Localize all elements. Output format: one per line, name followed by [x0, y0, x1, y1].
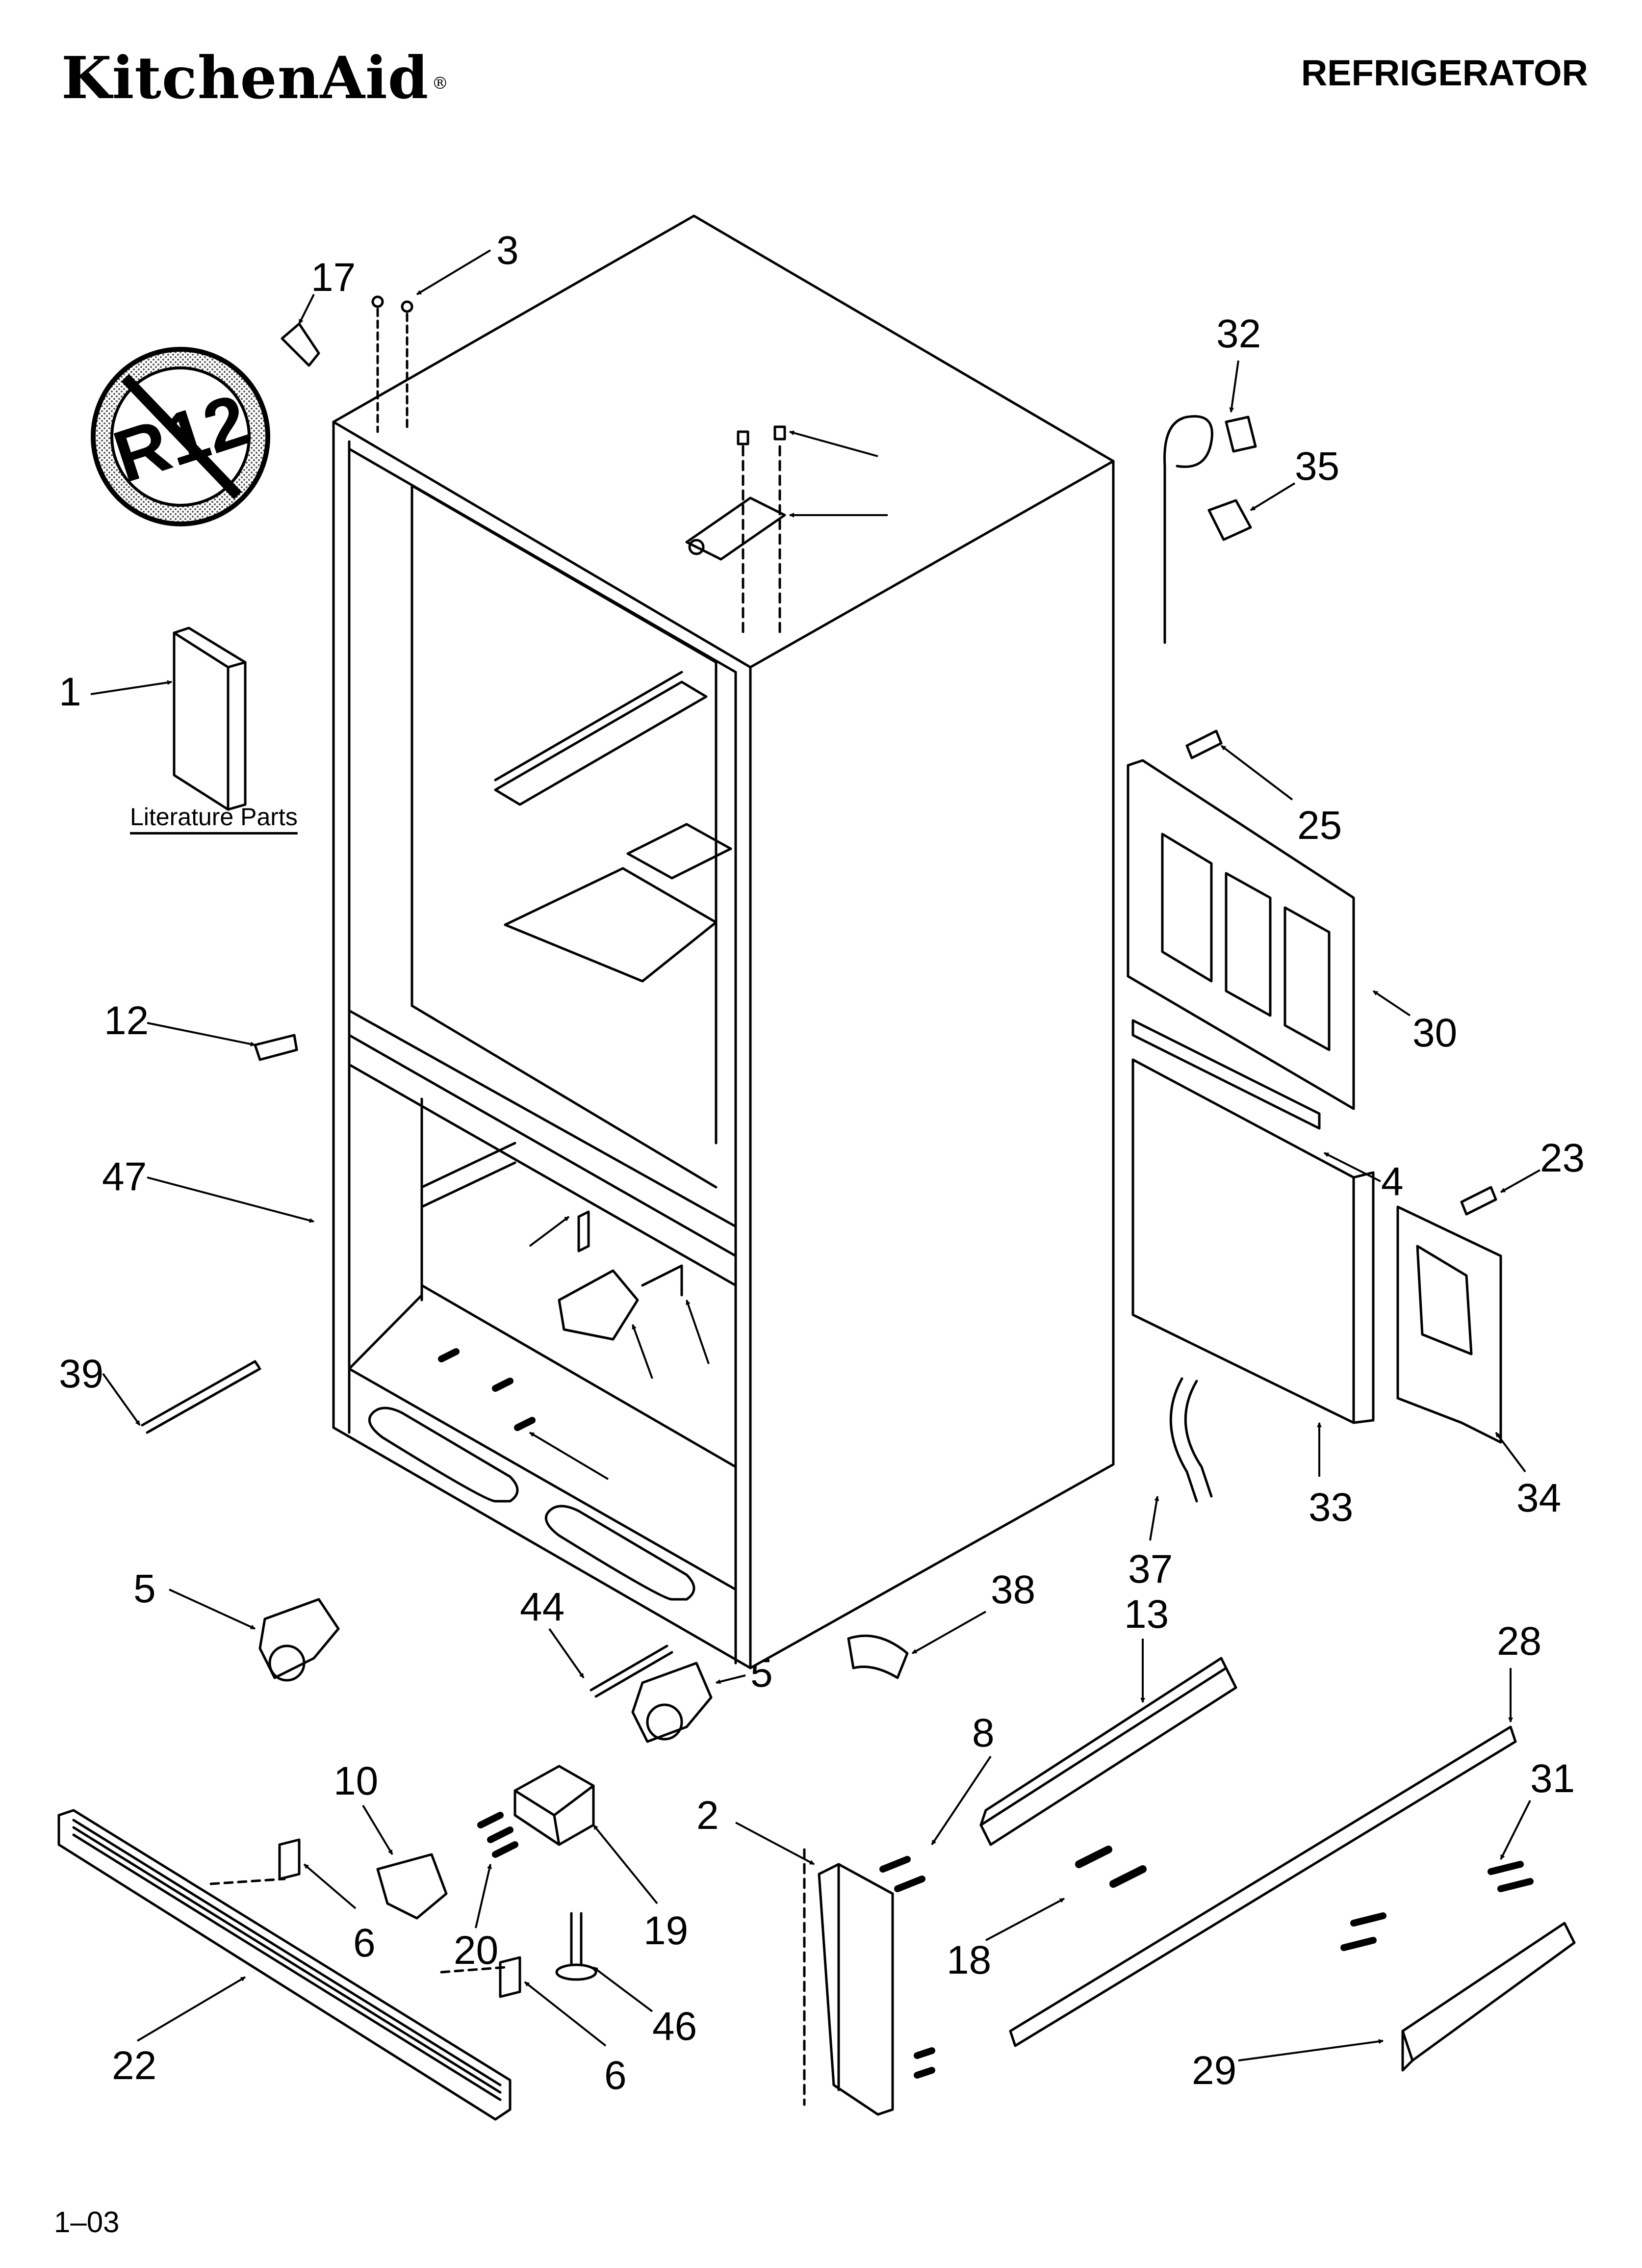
callout-39: 39: [59, 1352, 104, 1396]
callout-8: 8: [972, 1711, 995, 1755]
callout-1: 1: [59, 670, 81, 714]
top-hinge: [685, 425, 786, 639]
toe-grille: [57, 1809, 512, 2121]
callout-18: 18: [947, 1938, 992, 1982]
callout-10: 10: [334, 1759, 379, 1803]
callout-28: 28: [1497, 1619, 1542, 1664]
no-r12-badge: R12: [91, 347, 270, 526]
callout-35: 35: [1295, 444, 1340, 489]
callout-13: 13: [1124, 1592, 1169, 1637]
literature-parts-label: Literature Parts: [130, 803, 298, 831]
callout-6a: 6: [353, 1921, 376, 1965]
callout-4: 4: [1381, 1159, 1404, 1204]
callout-37: 37: [1128, 1547, 1173, 1591]
callout-5a: 5: [133, 1566, 156, 1611]
back-access-panel: [1127, 759, 1355, 1110]
callout-20: 20: [454, 1928, 499, 1973]
callout-31: 31: [1530, 1756, 1575, 1801]
callout-32: 32: [1216, 312, 1261, 356]
badge-slash: [121, 374, 242, 499]
leader-arrows: [90, 249, 1540, 2061]
callout-46: 46: [652, 2004, 697, 2049]
callout-6b: 6: [604, 2053, 627, 2098]
document-title: REFRIGERATOR: [1301, 52, 1588, 93]
callout-47: 47: [102, 1154, 147, 1199]
callout-3: 3: [496, 228, 519, 273]
callout-33: 33: [1308, 1485, 1354, 1530]
callout-30: 30: [1412, 1011, 1458, 1055]
callout-25: 25: [1297, 803, 1342, 848]
callout-2: 2: [696, 1793, 719, 1838]
callout-38: 38: [991, 1567, 1036, 1612]
callout-29: 29: [1192, 2048, 1237, 2093]
callout-12: 12: [104, 998, 149, 1043]
callout-34: 34: [1516, 1476, 1562, 1520]
brand-name: KitchenAid: [61, 44, 429, 112]
callout-19: 19: [643, 1908, 689, 1953]
refrigerator-cabinet: [332, 214, 1115, 1669]
callout-23: 23: [1540, 1136, 1585, 1180]
footer-code: 1–03: [54, 2206, 120, 2239]
brand-logo: KitchenAid®: [61, 49, 449, 107]
literature-book: [173, 626, 247, 811]
callout-44: 44: [520, 1585, 565, 1629]
callout-22: 22: [112, 2043, 157, 2088]
registered-mark: ®: [432, 73, 449, 93]
callout-17: 17: [311, 255, 356, 300]
